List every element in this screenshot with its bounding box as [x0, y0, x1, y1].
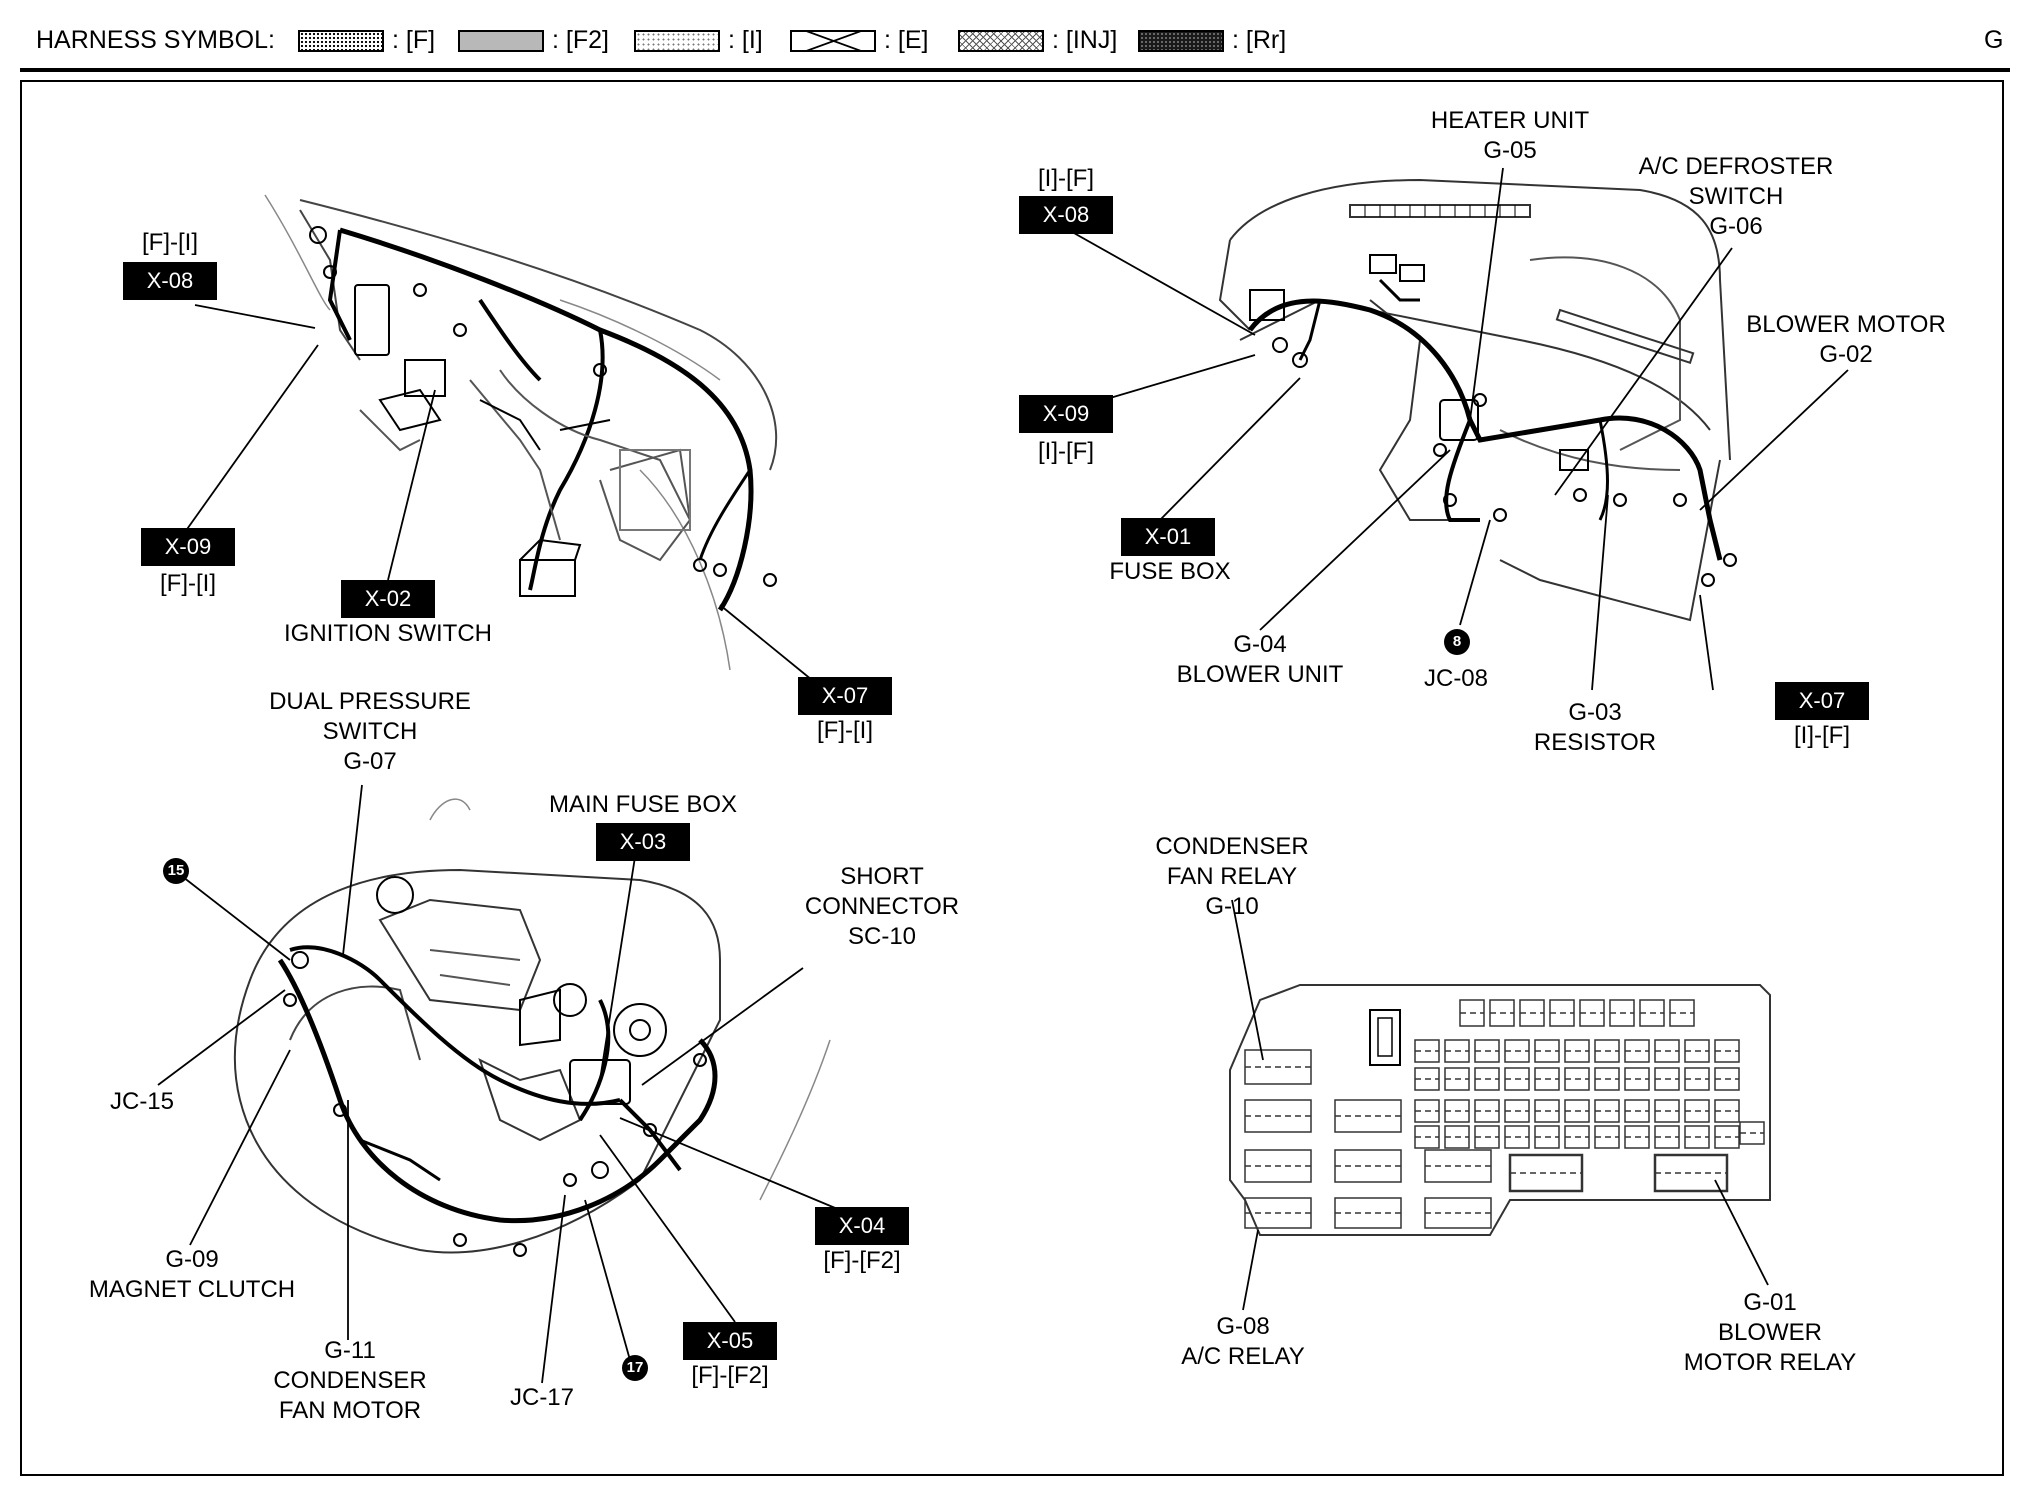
- blower-unit-label: BLOWER UNIT: [1176, 661, 1344, 688]
- engine-x05-tag: X-05: [683, 1322, 777, 1360]
- main-fuse-box-label: MAIN FUSE BOX: [548, 791, 738, 818]
- legend-swatch-inj: [958, 30, 1044, 52]
- condenser-fan-relay-label-2: FAN RELAY: [1166, 863, 1298, 890]
- jc08-marker: 8: [1444, 629, 1470, 655]
- condenser-fan-relay-code: G-10: [1205, 893, 1259, 920]
- condenser-fan-motor-label-2: FAN MOTOR: [278, 1397, 422, 1424]
- engine-x04-harness: [F]-[F2]: [823, 1247, 901, 1274]
- legend-swatch-rr: [1138, 30, 1224, 52]
- dash-right-x09-harness: [I]-[F]: [1038, 438, 1094, 465]
- blower-motor-relay-label-2: MOTOR RELAY: [1683, 1349, 1857, 1376]
- engine-x04-tag: X-04: [815, 1207, 909, 1245]
- engine-bay-drawing: [233, 798, 831, 1257]
- legend-swatch-f: [298, 30, 384, 52]
- condenser-fan-relay-label-1: CONDENSER: [1155, 833, 1309, 860]
- dash-left-x07-harness: [F]-[I]: [817, 717, 873, 744]
- legend-title: HARNESS SYMBOL:: [36, 26, 275, 54]
- harness-symbol-legend: HARNESS SYMBOL: : [F] : [F2] : [I] : [E]…: [0, 0, 2020, 80]
- dash-right-x01-tag: X-01: [1121, 518, 1215, 556]
- relay-box-drawing: [1229, 984, 1771, 1236]
- condenser-fan-motor-label-1: CONDENSER: [273, 1367, 427, 1394]
- resistor-label: RESISTOR: [1533, 729, 1657, 756]
- main-fuse-box-tag: X-03: [596, 823, 690, 861]
- jc08-label: JC-08: [1423, 665, 1489, 692]
- dash-left-x07-tag: X-07: [798, 677, 892, 715]
- magnet-clutch-label: MAGNET CLUTCH: [88, 1276, 296, 1303]
- dual-pressure-code: G-07: [343, 748, 397, 775]
- legend-swatch-i: [634, 30, 720, 52]
- dash-right-x07-tag: X-07: [1775, 682, 1869, 720]
- defroster-label-1: A/C DEFROSTER: [1638, 153, 1834, 180]
- magnet-clutch-code: G-09: [165, 1246, 219, 1273]
- dash-right-x08-tag: X-08: [1019, 196, 1113, 234]
- legend-swatch-f2: [458, 30, 544, 52]
- dash-right-x08-harness: [I]-[F]: [1038, 165, 1094, 192]
- legend-swatch-e: [790, 30, 876, 52]
- condenser-fan-motor-code: G-11: [324, 1337, 376, 1364]
- blower-unit-code: G-04: [1233, 631, 1287, 658]
- ac-relay-label: A/C RELAY: [1181, 1343, 1305, 1370]
- legend-label-rr: : [Rr]: [1232, 26, 1287, 54]
- dash-left-x08-tag: X-08: [123, 262, 217, 300]
- dual-pressure-label-1: DUAL PRESSURE: [269, 688, 471, 715]
- dual-pressure-label-2: SWITCH: [322, 718, 418, 745]
- short-connector-label-1: SHORT: [840, 863, 924, 890]
- jc15-marker: 15: [163, 858, 189, 884]
- ac-relay-code: G-08: [1216, 1313, 1270, 1340]
- ignition-switch-label: IGNITION SWITCH: [284, 620, 492, 647]
- blower-motor-relay-label-1: BLOWER: [1717, 1319, 1823, 1346]
- dash-right-drawing: [1218, 178, 1737, 622]
- dash-left-x02-tag: X-02: [341, 580, 435, 618]
- fuse-box-label: FUSE BOX: [1109, 558, 1231, 585]
- relay-box-cells: [1244, 999, 1765, 1229]
- engine-x05-harness: [F]-[F2]: [691, 1362, 769, 1389]
- diagram-frame: [20, 80, 2004, 1476]
- dash-right-x09-tag: X-09: [1019, 395, 1113, 433]
- legend-label-f2: : [F2]: [552, 26, 609, 54]
- dash-left-drawing: [264, 194, 778, 671]
- blower-motor-relay-code: G-01: [1743, 1289, 1797, 1316]
- defroster-label-2: SWITCH: [1688, 183, 1784, 210]
- dash-left-x09-harness: [F]-[I]: [160, 570, 216, 597]
- leader-lines: [157, 167, 1849, 1384]
- dash-left-x08-harness: [F]-[I]: [142, 229, 198, 256]
- legend-label-i: : [I]: [728, 26, 763, 54]
- heater-unit-label: HEATER UNIT: [1430, 107, 1590, 134]
- page-letter: G: [1984, 26, 2004, 54]
- defroster-code: G-06: [1709, 213, 1763, 240]
- heater-unit-code: G-05: [1483, 137, 1537, 164]
- dash-left-x09-tag: X-09: [141, 528, 235, 566]
- jc17-label: JC-17: [509, 1384, 575, 1411]
- short-connector-code: SC-10: [847, 923, 917, 950]
- short-connector-label-2: CONNECTOR: [804, 893, 960, 920]
- blower-motor-code: G-02: [1819, 341, 1873, 368]
- legend-label-f: : [F]: [392, 26, 436, 54]
- resistor-code: G-03: [1568, 699, 1622, 726]
- dash-right-x07-harness: [I]-[F]: [1794, 722, 1850, 749]
- legend-label-e: : [E]: [884, 26, 929, 54]
- blower-motor-label: BLOWER MOTOR: [1746, 311, 1946, 338]
- jc15-label: JC-15: [109, 1088, 175, 1115]
- header-rule: [20, 68, 2010, 72]
- jc17-marker: 17: [622, 1355, 648, 1381]
- legend-label-inj: : [INJ]: [1052, 26, 1118, 54]
